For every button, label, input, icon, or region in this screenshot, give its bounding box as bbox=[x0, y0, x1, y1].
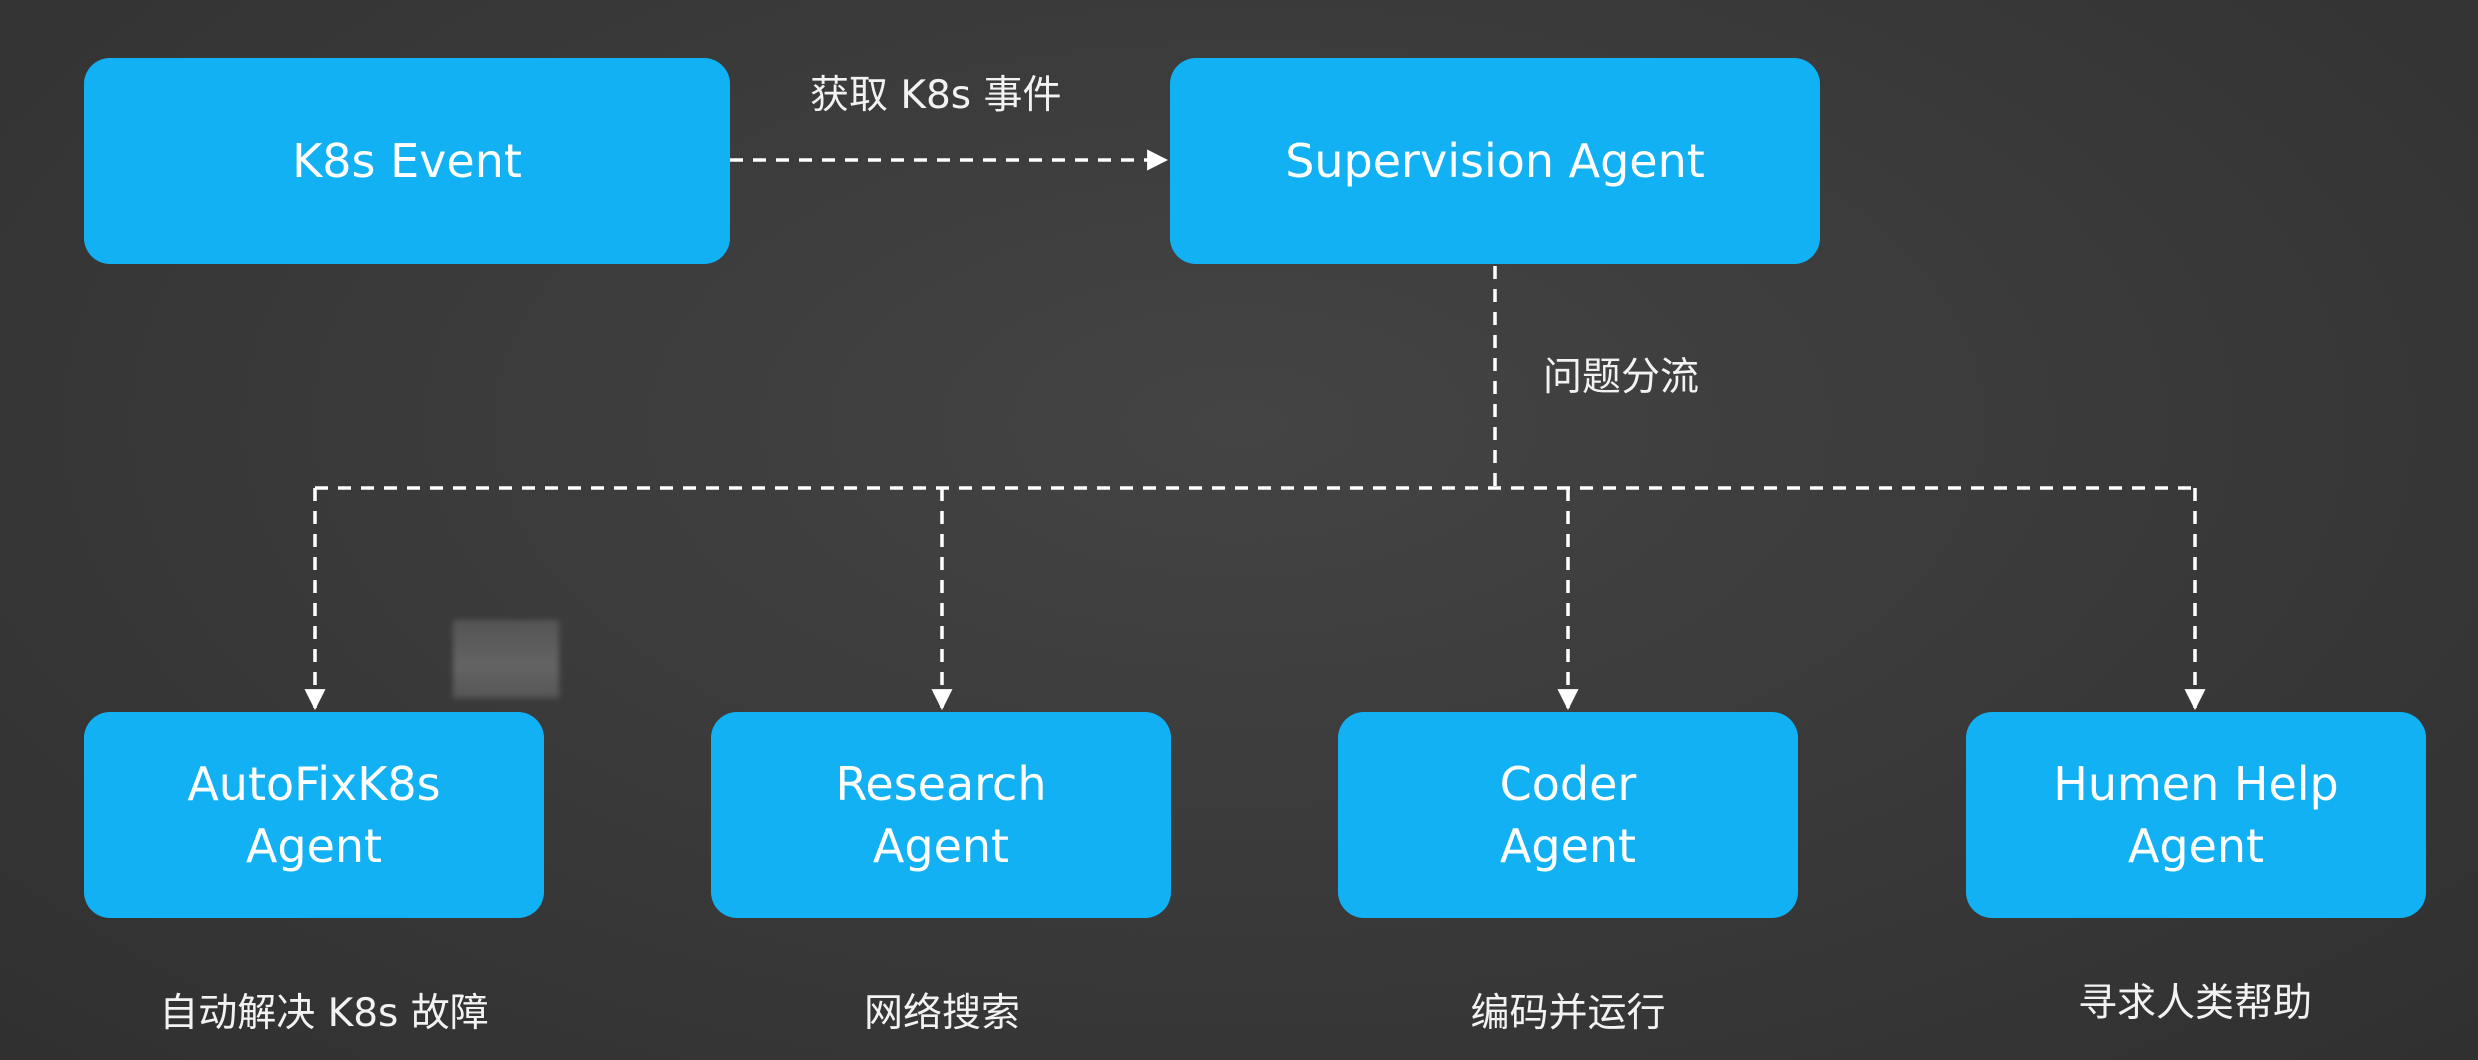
node-coder-agent-line1: Coder bbox=[1499, 757, 1637, 811]
node-k8s-event-label: K8s Event bbox=[292, 134, 522, 188]
blurred-artifact bbox=[453, 620, 559, 698]
node-research-agent-line1: Research bbox=[835, 757, 1047, 811]
node-research-agent-line2: Agent bbox=[872, 819, 1010, 873]
node-coder-agent: Coder Agent bbox=[1338, 712, 1798, 918]
caption-coder: 编码并运行 bbox=[1470, 991, 1666, 1036]
node-coder-agent-line2: Agent bbox=[1499, 819, 1637, 873]
caption-autofix: 自动解决 K8s 故障 bbox=[159, 991, 489, 1036]
caption-research: 网络搜索 bbox=[863, 991, 1021, 1036]
node-human-help-agent-line1: Humen Help bbox=[2053, 757, 2339, 811]
node-supervision-agent: Supervision Agent bbox=[1170, 58, 1820, 264]
caption-human-help: 寻求人类帮助 bbox=[2077, 981, 2313, 1026]
node-human-help-agent: Humen Help Agent bbox=[1966, 712, 2426, 918]
node-autofix-agent: AutoFixK8s Agent bbox=[84, 712, 544, 918]
edge-label-fetch-events: 获取 K8s 事件 bbox=[810, 73, 1062, 118]
node-research-agent: Research Agent bbox=[711, 712, 1171, 918]
edge-label-triage: 问题分流 bbox=[1543, 355, 1700, 400]
node-supervision-agent-label: Supervision Agent bbox=[1285, 134, 1705, 188]
node-k8s-event: K8s Event bbox=[84, 58, 730, 264]
node-autofix-agent-line2: Agent bbox=[245, 819, 383, 873]
node-autofix-agent-line1: AutoFixK8s bbox=[187, 757, 441, 811]
node-human-help-agent-line2: Agent bbox=[2127, 819, 2265, 873]
